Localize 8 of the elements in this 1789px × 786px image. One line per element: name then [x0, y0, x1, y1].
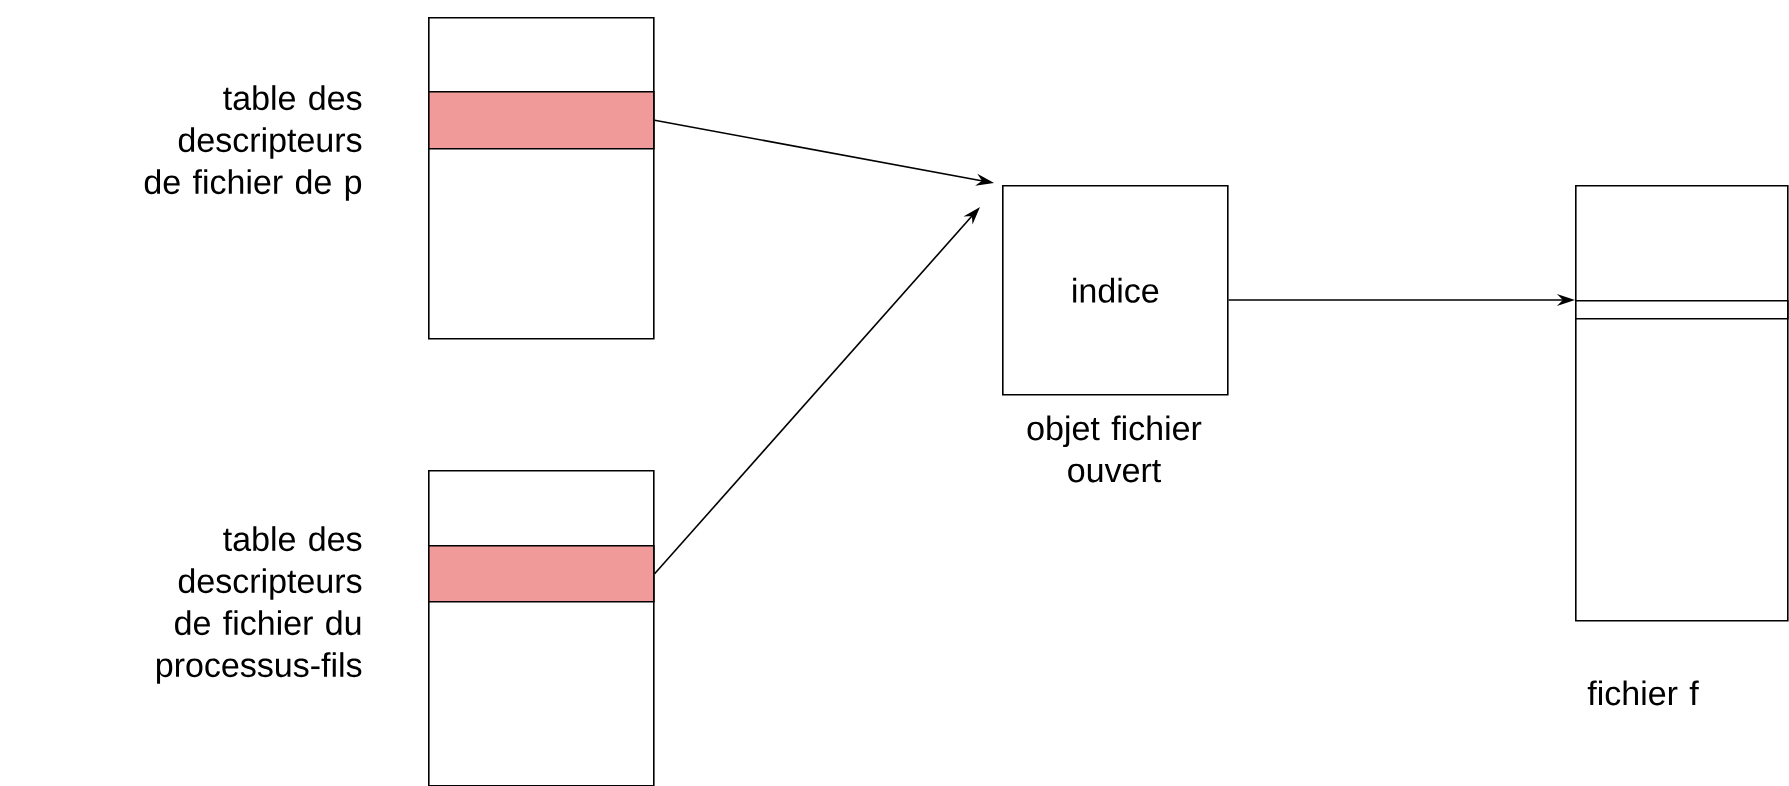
object-box: indice [1002, 185, 1229, 396]
table-row [1575, 300, 1789, 320]
table-row [428, 545, 655, 603]
table-heading: table des descripteurs de fichier de p [144, 85, 362, 201]
node-caption: objet fichier ouvert [1027, 415, 1202, 483]
node-caption: fichier f [1587, 680, 1699, 706]
table-heading: table des descripteurs de fichier du processus-fils [156, 526, 362, 684]
table-row [428, 91, 655, 150]
